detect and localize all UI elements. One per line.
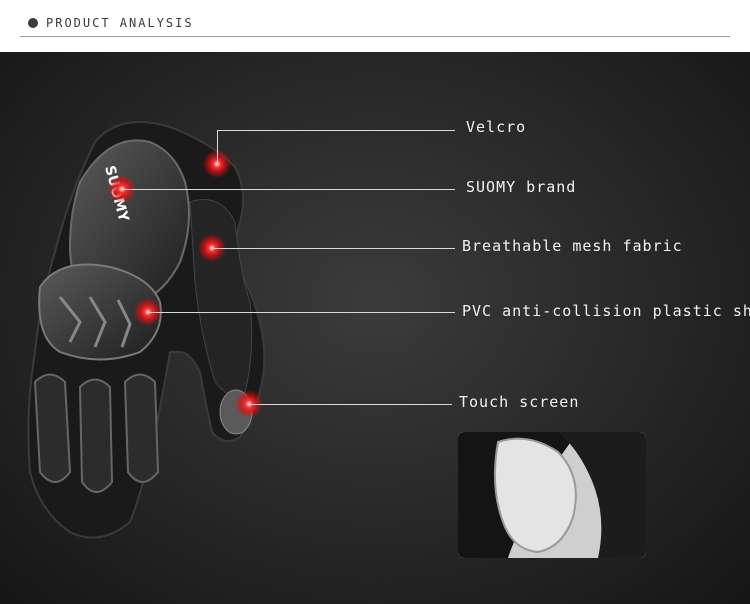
bullet-dot-icon: [28, 18, 38, 28]
velcro-leader-line: [217, 130, 455, 131]
glove-body: SUOMY: [27, 121, 266, 539]
header-divider: [20, 36, 730, 37]
closeup-illustration: [458, 432, 646, 558]
product-stage: SUOMY Velcro SUOMY b: [0, 52, 750, 604]
feature-label-mesh: Breathable mesh fabric: [462, 237, 683, 255]
feature-label-velcro: Velcro: [466, 118, 527, 136]
velcro-marker-icon: [203, 150, 231, 178]
feature-label-touch: Touch screen: [459, 393, 580, 411]
touchscreen-closeup-image: [458, 432, 646, 558]
feature-label-shell: PVC anti-collision plastic shell: [462, 302, 750, 320]
velcro-leader-vertical: [217, 130, 218, 164]
glove-illustration: SUOMY: [27, 121, 266, 539]
section-title: PRODUCT ANALYSIS: [46, 16, 194, 30]
mesh-leader-line: [212, 248, 455, 249]
brand-leader-line: [122, 189, 455, 190]
touch-leader-line: [249, 404, 452, 405]
section-header: PRODUCT ANALYSIS: [0, 0, 750, 52]
shell-leader-line: [148, 312, 455, 313]
feature-label-brand: SUOMY brand: [466, 178, 577, 196]
